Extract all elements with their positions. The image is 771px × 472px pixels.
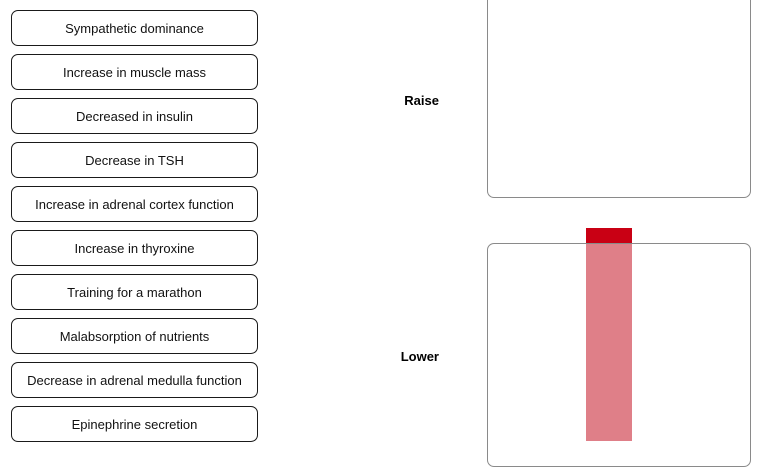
option-item[interactable]: Increase in muscle mass: [11, 54, 258, 90]
option-item[interactable]: Epinephrine secretion: [11, 406, 258, 442]
option-item[interactable]: Decrease in TSH: [11, 142, 258, 178]
option-item[interactable]: Increase in adrenal cortex function: [11, 186, 258, 222]
dropzone-lower[interactable]: [487, 243, 751, 467]
option-item[interactable]: Malabsorption of nutrients: [11, 318, 258, 354]
option-item[interactable]: Decrease in adrenal medulla function: [11, 362, 258, 398]
dropzone-raise-label: Raise: [404, 93, 439, 108]
option-item[interactable]: Training for a marathon: [11, 274, 258, 310]
option-item[interactable]: Sympathetic dominance: [11, 10, 258, 46]
dropzone-raise[interactable]: [487, 0, 751, 198]
option-item[interactable]: Decreased in insulin: [11, 98, 258, 134]
option-item[interactable]: Increase in thyroxine: [11, 230, 258, 266]
dropzone-lower-label: Lower: [400, 349, 439, 364]
